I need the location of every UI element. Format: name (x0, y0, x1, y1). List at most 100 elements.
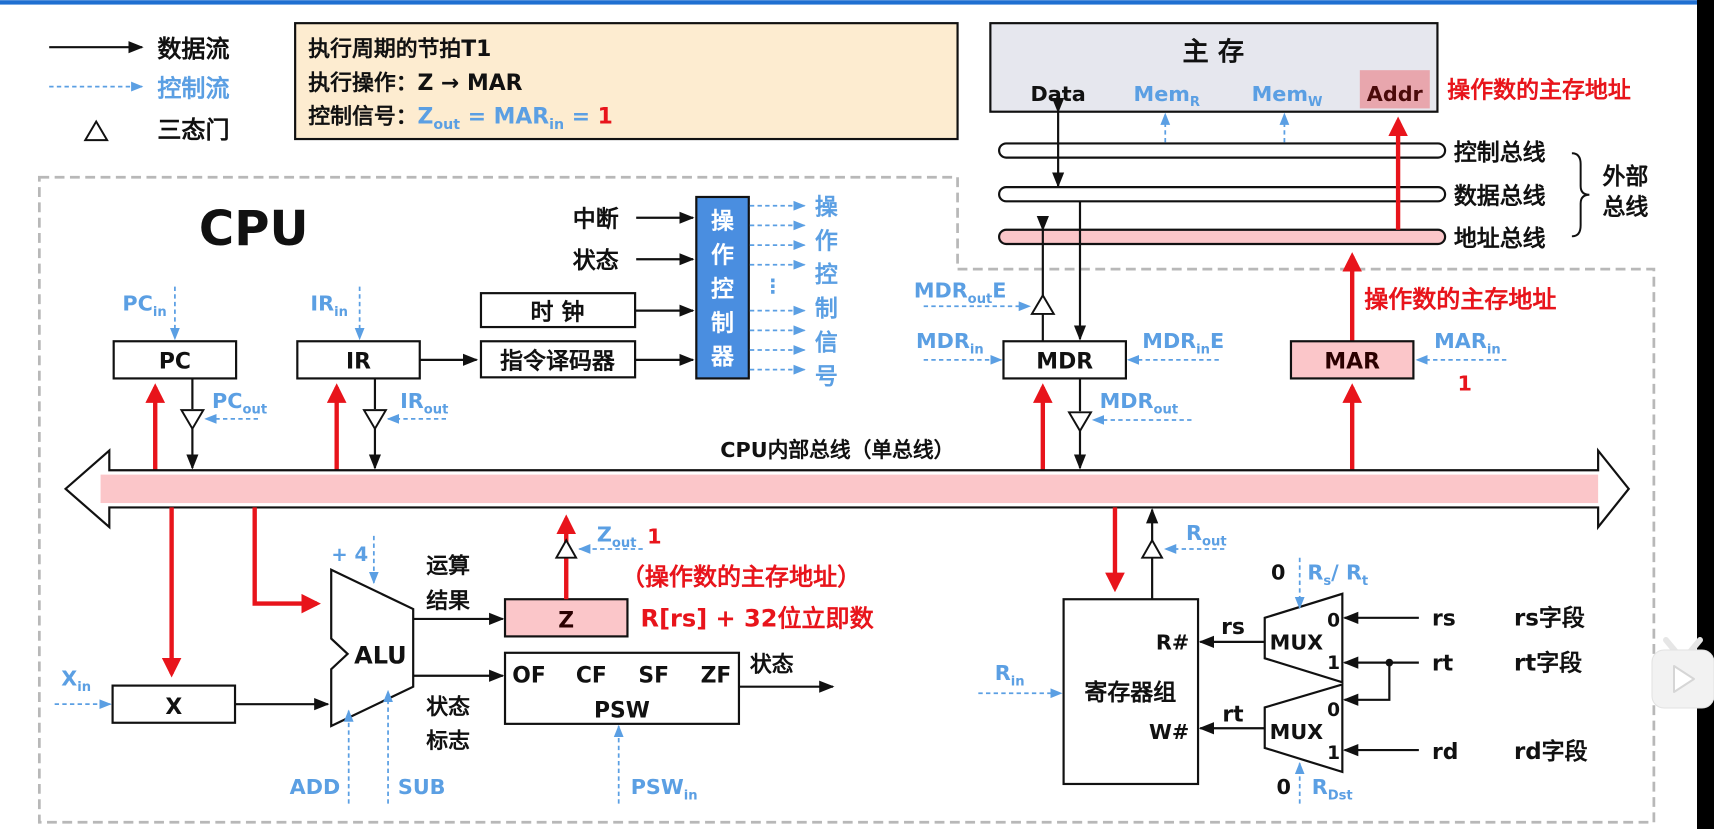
mdr-in-e-label: MDRinE (1142, 329, 1224, 357)
mux-write-select-value: 0 (1277, 775, 1291, 799)
field-rt-label: rt字段 (1514, 649, 1582, 676)
mux-write-select-label: RDst (1312, 775, 1353, 803)
z-out-tristate (554, 538, 578, 559)
memory-read-port: MemR (1134, 82, 1200, 110)
external-bus-group-1: 外部 (1603, 163, 1649, 190)
mdr-register: MDR MDRoutE MDRin MDRinE MDRout (914, 201, 1224, 471)
mdr-out-e-tristate (1030, 293, 1056, 315)
field-rd: rd (1432, 740, 1458, 765)
brace-icon (1571, 152, 1590, 238)
bus-to-alu-path (252, 507, 321, 614)
mux-read-select-value: 0 (1271, 561, 1285, 585)
mar-in-value: 1 (1458, 371, 1472, 395)
field-rs-label: rs字段 (1514, 604, 1585, 631)
mux-read-label: MUX (1270, 631, 1324, 655)
mux-write: MUX 0 1 rt 0 RDst (1198, 683, 1353, 804)
mdr-out-label: MDRout (1100, 389, 1178, 417)
psw-flag-sf: SF (638, 663, 669, 688)
control-signal-arrows (749, 200, 806, 375)
address-bus-label: 地址总线 (1454, 225, 1546, 252)
z-out-value: 1 (647, 524, 661, 548)
memory-addr-port: Addr (1367, 82, 1424, 106)
control-bus-label: 控制总线 (1454, 139, 1546, 166)
pc-out-label: PCout (212, 389, 267, 417)
sub-label: SUB (398, 775, 446, 799)
main-memory: 主 存 Data MemR MemW Addr 操作数的主存地址 (989, 22, 1631, 113)
operation-controller (695, 195, 750, 380)
alu: ALU + 4 ADD SUB 运算 结果 状态 标志 (252, 507, 505, 804)
decoder-label: 指令译码器 (500, 348, 616, 375)
alu-label: ALU (354, 642, 407, 670)
external-bus-group-2: 总线 (1603, 193, 1649, 220)
data-bus-label: 数据总线 (1454, 183, 1546, 210)
mux-write-input-0: 0 (1327, 700, 1340, 721)
addr-highlight (1359, 70, 1430, 109)
mar-register: 操作数的主存地址 MAR MARin 1 (1289, 252, 1556, 471)
clock-box (479, 292, 637, 329)
control-signal-char: 操 (815, 194, 838, 220)
mux-read-output-label: rs (1221, 615, 1245, 640)
pc-out-tristate (179, 409, 206, 431)
mdr-out-tristate (1067, 411, 1093, 433)
mux-read-select-label: Rs/ Rt (1307, 561, 1368, 589)
ir-label: IR (346, 350, 371, 375)
z-note-1: （操作数的主存地址） (621, 563, 861, 591)
mux-write-output-label: rt (1222, 703, 1243, 728)
controller-char: 制 (711, 310, 734, 336)
memory-title: 主 存 (1183, 37, 1245, 67)
pc-register: PC PCin PCout (112, 286, 267, 471)
mar-label: MAR (1324, 350, 1380, 375)
info-box: 执行周期的节拍T1 执行操作：Z → MAR 控制信号：Zout = MARin… (294, 22, 959, 141)
mux-read-input-0: 0 (1327, 611, 1340, 632)
x-in-label: Xin (61, 667, 91, 695)
control-signal-char: 制 (815, 296, 838, 322)
psw-flag-zf: ZF (701, 663, 732, 688)
mux-read-input-1: 1 (1327, 653, 1340, 674)
alu-shape (330, 567, 415, 728)
external-buses: 控制总线 数据总线 地址总线 外部 总线 (998, 97, 1649, 252)
legend-tristate: 三态门 (157, 116, 229, 144)
cpu-internal-bus: CPU内部总线（单总线） (63, 438, 1631, 531)
legend-control-flow: 控制流 (157, 74, 229, 102)
psw-flag-of: OF (512, 663, 546, 688)
memory-write-port: MemW (1252, 82, 1323, 110)
alu-result-label-2: 结果 (426, 588, 470, 614)
ellipsis-icon: ⋮ (763, 275, 783, 298)
r-out-label: Rout (1186, 521, 1227, 549)
field-rt: rt (1432, 651, 1453, 676)
mux-write-label: MUX (1270, 720, 1324, 744)
r-in-label: Rin (995, 661, 1025, 689)
clock-label: 时 钟 (531, 299, 585, 325)
info-line-cycle: 执行周期的节拍T1 (308, 36, 491, 62)
plus4-label: + 4 (331, 543, 368, 566)
mar-in-label: MARin (1434, 329, 1501, 357)
mdr-in-label: MDRin (916, 329, 984, 357)
control-signal-char: 号 (815, 364, 838, 390)
legend-data-flow: 数据流 (157, 35, 229, 63)
info-line-operation: 执行操作：Z → MAR (308, 70, 522, 96)
memory-data-port: Data (1031, 82, 1086, 106)
regfile-label: 寄存器组 (1084, 679, 1176, 706)
controller-char: 控 (711, 275, 734, 302)
psw-flag-cf: CF (576, 663, 607, 688)
z-note-2: R[rs] + 32位立即数 (641, 605, 875, 633)
control-signal-char: 控 (815, 261, 838, 288)
controller-char: 器 (710, 344, 735, 370)
data-bus (998, 186, 1447, 203)
alu-flags-label-1: 状态 (426, 694, 470, 720)
x-register: X Xin (54, 507, 330, 724)
write-port-label: W# (1149, 720, 1189, 744)
play-button-icon[interactable] (1650, 630, 1714, 710)
z-out-label: Zout (597, 522, 637, 550)
status-input-label: 状态 (573, 247, 619, 274)
memory-addr-note: 操作数的主存地址 (1447, 76, 1631, 103)
info-line-signals: 控制信号：Zout = MARin = 1 (308, 104, 613, 133)
internal-bus-label: CPU内部总线（单总线） (720, 438, 954, 462)
pc-in-label: PCin (122, 292, 166, 320)
mar-note: 操作数的主存地址 (1364, 285, 1556, 313)
psw-in-label: PSWin (631, 775, 698, 803)
alu-result-label-1: 运算 (426, 553, 470, 579)
